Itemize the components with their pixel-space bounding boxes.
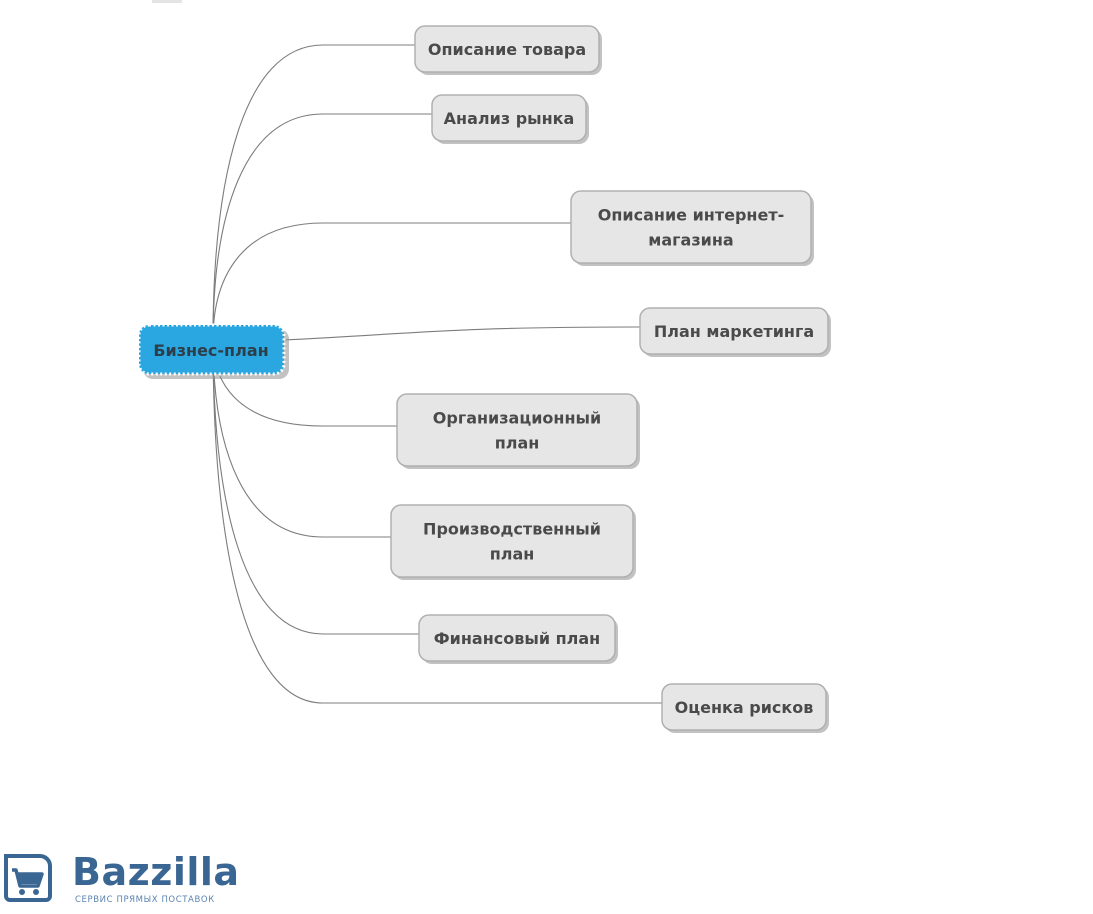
branch-node-label: План маркетинга (654, 322, 814, 341)
central-topic-node[interactable]: Бизнес-план (137, 323, 289, 379)
connector-line (212, 339, 398, 427)
branch-node[interactable]: Описание интернет-магазина (570, 190, 814, 266)
branch-node-label: план (490, 545, 535, 564)
connectors-layer (212, 44, 663, 704)
branch-node-box (639, 307, 829, 355)
branch-node[interactable]: Оценка рисков (661, 683, 829, 733)
branch-node-label: Производственный (423, 520, 601, 539)
connector-line (212, 339, 663, 704)
shopping-cart-icon (3, 854, 52, 902)
logo-tagline: СЕРВИС ПРЯМЫХ ПОСТАВОК (75, 895, 215, 905)
central-topic-label: Бизнес-план (153, 341, 268, 360)
connector-line (212, 339, 420, 635)
connector-line (212, 44, 416, 341)
branch-node-box (390, 504, 634, 578)
connector-line (212, 222, 572, 341)
branch-node-label: Организационный (433, 409, 601, 428)
branch-node-label: Анализ рынка (444, 109, 575, 128)
branch-node[interactable]: План маркетинга (639, 307, 831, 357)
branch-node-box (418, 614, 616, 662)
connector-line (282, 326, 642, 341)
branch-node[interactable]: Анализ рынка (431, 94, 589, 144)
connector-line (212, 339, 392, 538)
branch-node-label: Описание интернет- (598, 206, 785, 225)
branch-node[interactable]: Производственный план (390, 504, 636, 580)
branch-node-label: Описание товара (428, 40, 586, 59)
branch-node-label: магазина (648, 231, 733, 250)
bazzilla-logo: Bazzilla СЕРВИС ПРЯМЫХ ПОСТАВОК (0, 846, 260, 910)
branch-node-box (414, 25, 600, 73)
branch-node-label: Финансовый план (434, 629, 600, 648)
branch-node[interactable]: Финансовый план (418, 614, 618, 664)
branch-node-box (396, 393, 638, 467)
top-edge-fragment (152, 0, 182, 3)
central-topic-box (137, 323, 286, 376)
branch-node-box (661, 683, 827, 731)
branch-node-label: план (495, 434, 540, 453)
branch-node-label: Оценка рисков (675, 698, 814, 717)
logo-wordmark: Bazzilla (72, 850, 240, 894)
branch-node-box (431, 94, 587, 142)
branch-node[interactable]: Организационный план (396, 393, 640, 469)
connector-line (212, 113, 433, 341)
branch-node-box (570, 190, 812, 264)
branch-node[interactable]: Описание товара (414, 25, 602, 75)
